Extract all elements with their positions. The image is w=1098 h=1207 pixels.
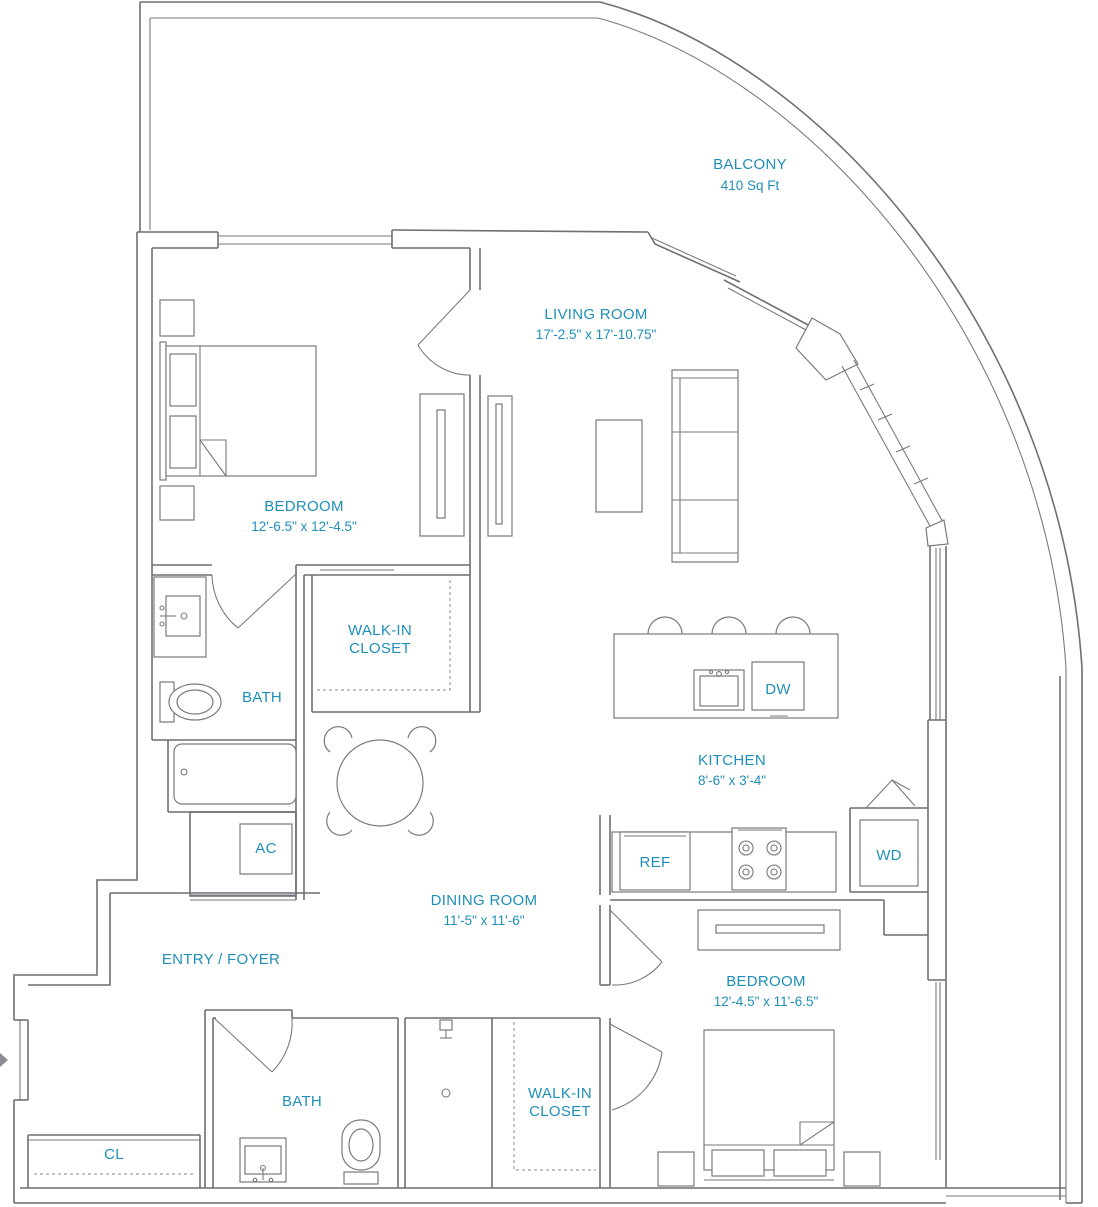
coffee-table	[595, 419, 643, 513]
kitchen-size: 8'-6" x 3'-4"	[698, 773, 766, 788]
bath-1-label: BATH	[242, 689, 282, 706]
bed	[703, 1029, 835, 1171]
closet-label: CL	[104, 1146, 124, 1163]
kitchen-label: KITCHEN	[698, 752, 766, 769]
walkin-closet-2-label-line2: CLOSET	[529, 1103, 591, 1120]
dining-table	[323, 726, 437, 836]
bath-2-label: BATH	[282, 1093, 322, 1110]
interior-walls	[27, 248, 928, 1188]
walkin-closet-2-label-line1: WALK-IN	[528, 1085, 592, 1102]
balcony-size: 410 Sq Ft	[721, 178, 780, 193]
dining-room-label: DINING ROOM	[431, 892, 538, 909]
balcony	[139, 1, 1083, 1204]
sofa	[671, 369, 739, 563]
stove	[731, 827, 787, 891]
bath-2-fixtures	[239, 1019, 453, 1185]
shower-head	[439, 1019, 453, 1031]
nightstand	[657, 1151, 695, 1187]
stool	[775, 616, 811, 635]
bedroom-2-label: BEDROOM	[726, 973, 806, 990]
balcony-label: BALCONY	[713, 156, 787, 173]
walkin-closet-1-label-line1: WALK-IN	[348, 622, 412, 639]
bedroom-1-label: BEDROOM	[264, 498, 344, 515]
washer-dryer-label: WD	[876, 847, 902, 864]
refrigerator-label: REF	[640, 854, 671, 871]
bedroom-2-furniture	[657, 909, 881, 1187]
dishwasher	[751, 661, 805, 711]
dining-room-size: 11'-5" x 11'-6"	[443, 913, 524, 928]
nightstand	[159, 485, 195, 521]
dishwasher-label: DW	[765, 681, 791, 698]
kitchen-island	[613, 616, 839, 719]
stool	[647, 616, 683, 635]
living-room-furniture	[595, 369, 739, 563]
nightstand	[159, 299, 195, 337]
nightstand	[843, 1151, 881, 1187]
washer-dryer	[859, 819, 919, 887]
shower-drain	[441, 1088, 451, 1098]
living-room-label: LIVING ROOM	[544, 306, 647, 323]
bedroom-1-furniture	[159, 299, 513, 537]
bedroom-2-size: 12'-4.5" x 11'-6.5"	[714, 994, 819, 1009]
walkin-closet-1-label-line2: CLOSET	[349, 640, 411, 657]
entry-foyer-label: ENTRY / FOYER	[162, 951, 280, 968]
refrigerator	[619, 831, 691, 891]
living-room-size: 17'-2.5" x 17'-10.75"	[536, 327, 657, 342]
kitchen-counter	[611, 819, 919, 893]
air-conditioner	[239, 823, 293, 875]
bath-1-fixtures	[153, 576, 297, 875]
bathtub	[173, 743, 297, 805]
entry-arrow-icon	[0, 1053, 8, 1067]
ac-label: AC	[255, 840, 276, 857]
stool	[711, 616, 747, 635]
room-labels: BALCONY 410 Sq Ft LIVING ROOM 17'-2.5" x…	[104, 156, 902, 1163]
exterior-walls	[0, 229, 949, 1204]
bedroom-1-size: 12'-6.5" x 12'-4.5"	[251, 519, 357, 534]
